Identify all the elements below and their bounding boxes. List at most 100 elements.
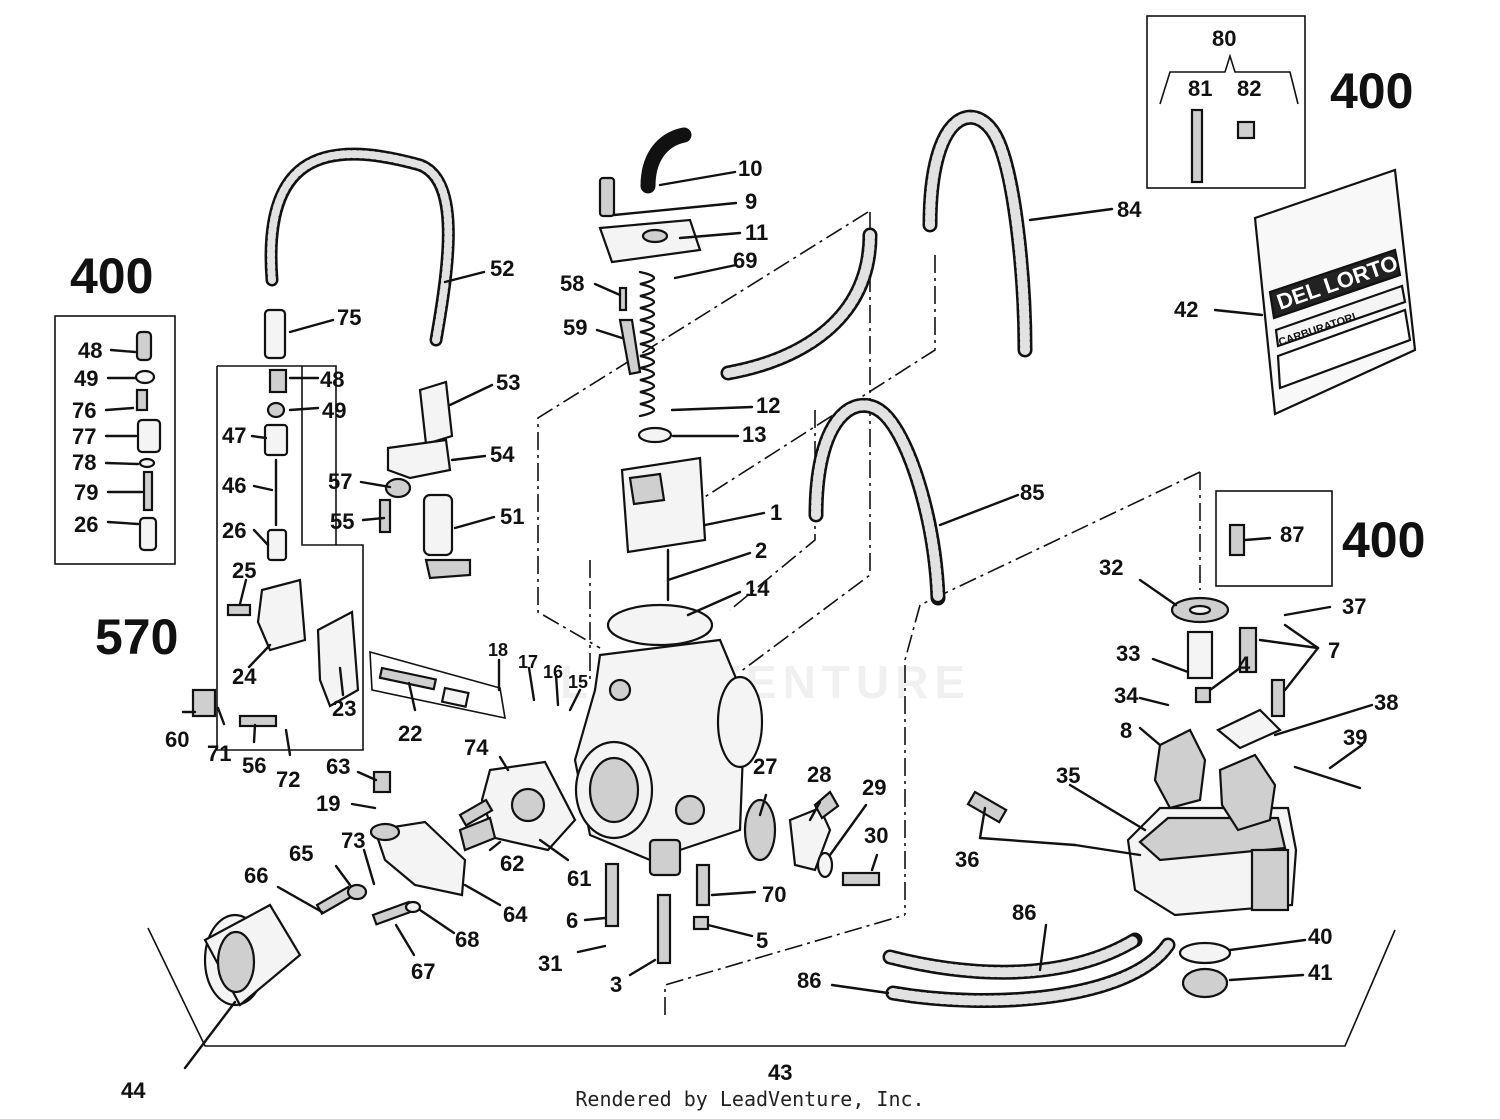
- callout-63: 63: [326, 754, 350, 779]
- carb-package: DEL LORTO CARBURATORI: [1253, 168, 1417, 416]
- callout-81: 81: [1188, 76, 1212, 101]
- callout-74: 74: [464, 735, 489, 760]
- callout-30: 30: [864, 823, 888, 848]
- hose-85: [808, 398, 946, 606]
- callout-5: 5: [756, 928, 768, 953]
- callout-65: 65: [289, 841, 313, 866]
- callout-33: 33: [1116, 641, 1140, 666]
- callout-75: 75: [337, 305, 361, 330]
- callout-37: 37: [1342, 594, 1366, 619]
- callout-84: 84: [1117, 197, 1142, 222]
- callout-15: 15: [568, 672, 588, 692]
- callout-28: 28: [807, 762, 831, 787]
- pump-cover: [458, 760, 577, 852]
- kit-label-400-right: 400: [1342, 512, 1425, 568]
- throttle-cable: [264, 147, 455, 347]
- callout-47: 47: [222, 423, 246, 448]
- small-jets: [191, 108, 1286, 999]
- callout-48b: 48: [320, 367, 344, 392]
- callout-42: 42: [1174, 297, 1198, 322]
- callout-87: 87: [1280, 522, 1304, 547]
- brace-80: [1159, 53, 1299, 105]
- callout-58: 58: [560, 271, 584, 296]
- callout-4: 4: [1238, 652, 1251, 677]
- callout-39: 39: [1343, 725, 1367, 750]
- kit-box-right: [1215, 490, 1333, 587]
- callout-53: 53: [496, 370, 520, 395]
- idle-screw-kit: [369, 650, 506, 720]
- callout-38: 38: [1374, 690, 1398, 715]
- callout-13: 13: [742, 422, 766, 447]
- callout-7: 7: [1328, 638, 1340, 663]
- callout-49a: 49: [74, 366, 98, 391]
- slide-spring: [637, 270, 673, 444]
- kit-box-left: [54, 315, 176, 565]
- kit-left-parts: [134, 330, 162, 552]
- callout-24: 24: [232, 664, 257, 689]
- callout-68: 68: [455, 927, 479, 952]
- callout-27: 27: [753, 754, 777, 779]
- carb-top-cap: [598, 176, 702, 264]
- callout-79: 79: [74, 480, 98, 505]
- callout-31: 31: [538, 951, 562, 976]
- callout-80: 80: [1212, 26, 1236, 51]
- intake-manifold: [203, 903, 302, 1007]
- callout-49b: 49: [322, 398, 346, 423]
- callout-54: 54: [490, 442, 515, 467]
- callout-36: 36: [955, 847, 979, 872]
- callout-64: 64: [503, 902, 528, 927]
- callout-66: 66: [244, 863, 268, 888]
- callout-78: 78: [72, 450, 96, 475]
- callout-57: 57: [328, 469, 352, 494]
- footer-credit: Rendered by LeadVenture, Inc.: [575, 1087, 925, 1111]
- kit-570-parts: [263, 308, 289, 562]
- assembly-dashed-lines: [537, 211, 1201, 1015]
- callout-12: 12: [756, 393, 780, 418]
- cable-adjuster-parts: [378, 380, 472, 580]
- kit-label-400-left: 400: [70, 248, 153, 304]
- callout-61: 61: [567, 866, 591, 891]
- callout-70: 70: [762, 882, 786, 907]
- diaphragm-parts: [743, 790, 840, 872]
- callout-60: 60: [165, 727, 189, 752]
- callout-41: 41: [1308, 960, 1332, 985]
- callout-40: 40: [1308, 924, 1332, 949]
- callout-55: 55: [330, 509, 354, 534]
- callout-43: 43: [768, 1060, 792, 1085]
- callout-35: 35: [1056, 763, 1080, 788]
- choke-plunger: [226, 578, 360, 708]
- callout-59: 59: [563, 315, 587, 340]
- leader-lines: [104, 170, 1374, 1070]
- kit-label-570: 570: [95, 609, 178, 665]
- callout-44: 44: [121, 1078, 146, 1103]
- callout-16: 16: [543, 662, 563, 682]
- callout-3: 3: [610, 972, 622, 997]
- carburetor-body: [573, 603, 764, 877]
- callout-85: 85: [1020, 480, 1044, 505]
- callout-86b: 86: [797, 968, 821, 993]
- floats: [1153, 728, 1277, 832]
- callout-86a: 86: [1012, 900, 1036, 925]
- float-bowl: [1126, 806, 1298, 917]
- accelerator-pump: [369, 820, 467, 897]
- callout-69: 69: [733, 248, 757, 273]
- callout-73: 73: [341, 828, 365, 853]
- callout-14: 14: [745, 576, 770, 601]
- callout-51: 51: [500, 504, 524, 529]
- callout-77: 77: [72, 424, 96, 449]
- callout-56: 56: [242, 753, 266, 778]
- bracket-43: [147, 927, 1396, 1047]
- kit-box-top: [1146, 15, 1306, 189]
- callout-9: 9: [745, 189, 757, 214]
- callout-2: 2: [755, 538, 767, 563]
- callout-29: 29: [862, 775, 886, 800]
- drain-hose-86b: [885, 937, 1176, 1009]
- float-holder: [1215, 708, 1282, 750]
- drain-hose-86a: [882, 932, 1143, 980]
- callout-26a: 26: [74, 512, 98, 537]
- callout-82: 82: [1237, 76, 1261, 101]
- callout-23: 23: [332, 696, 356, 721]
- callout-25: 25: [232, 558, 256, 583]
- callout-19: 19: [316, 791, 340, 816]
